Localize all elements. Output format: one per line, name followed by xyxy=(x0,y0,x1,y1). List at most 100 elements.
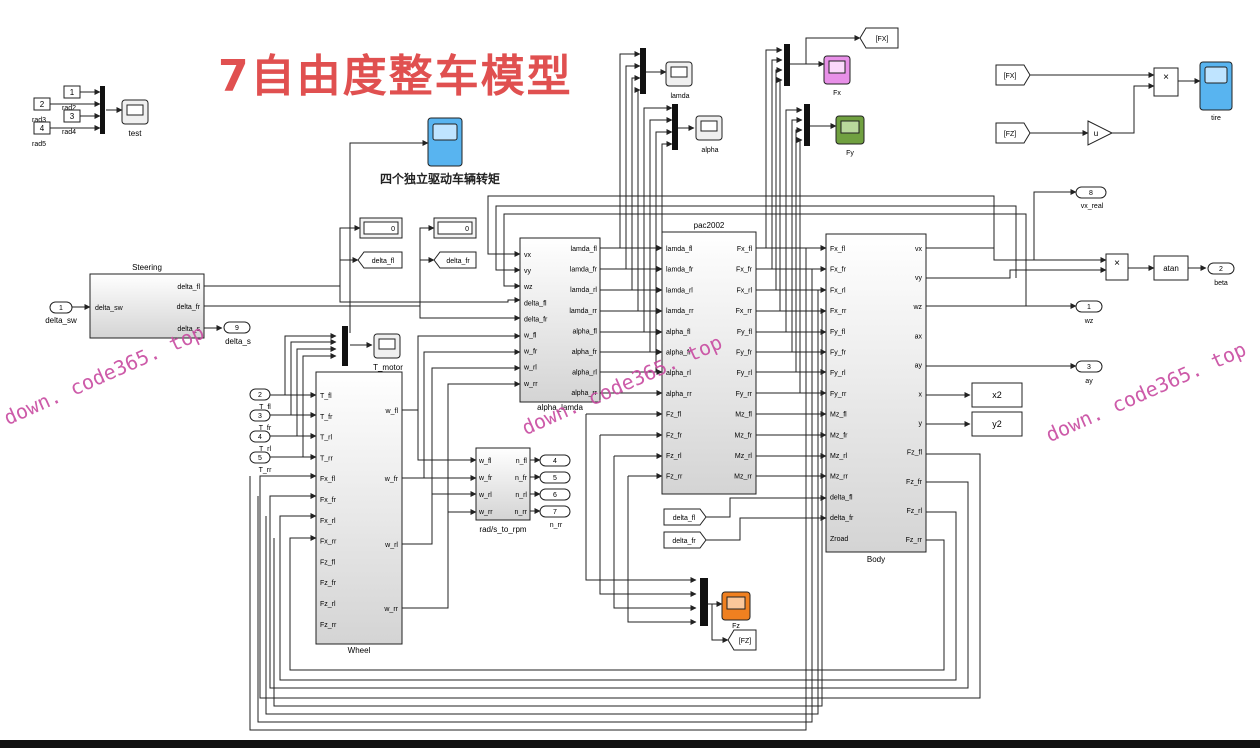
outport[interactable] xyxy=(1075,300,1103,313)
goto-tag[interactable] xyxy=(859,27,899,49)
mux-bar[interactable] xyxy=(672,104,678,150)
pac2002-block-group: pac2002 lamda_fllamda_frlamda_rllamda_rr… xyxy=(661,221,757,495)
rad-constants: 1 rad2 2 rad3 3 rad4 4 rad5 test xyxy=(32,85,149,148)
outport[interactable] xyxy=(1075,186,1107,199)
from-tag[interactable] xyxy=(995,122,1031,144)
outport[interactable] xyxy=(1207,262,1235,275)
display-screen xyxy=(363,221,399,235)
port-number: 3 xyxy=(1087,364,1091,371)
goto-tag[interactable] xyxy=(433,251,477,269)
port-label: delta_fr xyxy=(830,515,854,522)
scope-label: Fy xyxy=(846,150,854,157)
port-label: w_rr xyxy=(523,381,538,388)
outport[interactable] xyxy=(539,454,571,467)
display-block[interactable] xyxy=(971,382,1023,408)
wheel-block-group: Wheel T_flT_frT_rlT_rrFx_flFx_frFx_rlFx_… xyxy=(315,371,403,655)
port-name: delta_s xyxy=(225,337,251,346)
port-number: 5 xyxy=(553,475,557,482)
port-label: Fx_fr xyxy=(736,267,753,274)
port-label: T_fr xyxy=(320,414,333,421)
rpm-input-labels: w_flw_frw_rlw_rr xyxy=(478,458,493,516)
port-label: w_fl xyxy=(385,408,399,415)
port-label: Fz_rl xyxy=(320,601,336,608)
pac2002-input-labels: lamda_fllamda_frlamda_rllamda_rralpha_fl… xyxy=(666,246,694,481)
mux-bar[interactable] xyxy=(700,578,708,626)
inport[interactable] xyxy=(249,409,271,422)
port-label: Fz_fr xyxy=(320,580,337,587)
scope-screen xyxy=(726,596,746,610)
pac2002-block[interactable] xyxy=(661,231,757,495)
port-label: T_rr xyxy=(320,455,334,462)
port-number: 8 xyxy=(1089,190,1093,197)
inport[interactable] xyxy=(249,451,271,464)
inport[interactable] xyxy=(249,430,271,443)
tag-label: [FZ] xyxy=(739,638,751,645)
mux-bar[interactable] xyxy=(100,86,105,134)
display-value: 0 xyxy=(465,226,469,233)
scope-screen xyxy=(432,123,458,141)
port-label: delta_fr xyxy=(177,304,201,311)
from-tag[interactable] xyxy=(663,508,707,526)
goto-tag[interactable] xyxy=(727,629,757,651)
alpha-lamda-block[interactable] xyxy=(519,237,601,403)
port-label: Mz_fl xyxy=(830,412,847,419)
port-label: w_fr xyxy=(478,475,493,482)
mux-bar[interactable] xyxy=(640,48,646,94)
gain-block[interactable] xyxy=(1087,120,1114,146)
steering-block[interactable] xyxy=(89,273,205,339)
port-label: lamda_fl xyxy=(666,246,693,253)
product-block[interactable] xyxy=(1153,67,1179,97)
mux-bar[interactable] xyxy=(784,44,790,86)
port-label: alpha_fl xyxy=(666,329,691,336)
constant-block[interactable] xyxy=(63,85,81,99)
port-label: lamda_rr xyxy=(666,308,694,315)
wheel-block[interactable] xyxy=(315,371,403,645)
from-tag[interactable] xyxy=(663,531,707,549)
atan-block[interactable] xyxy=(1153,255,1189,281)
rads-to-rpm-block[interactable] xyxy=(475,447,531,521)
outport[interactable] xyxy=(539,488,571,501)
port-label: n_fl xyxy=(516,458,528,465)
port-number: 2 xyxy=(258,392,262,399)
constant-block[interactable] xyxy=(33,121,51,135)
port-number: 6 xyxy=(553,492,557,499)
port-name: T_fr xyxy=(259,425,272,432)
port-label: ay xyxy=(915,362,923,369)
from-tag[interactable] xyxy=(995,64,1031,86)
rpm-output-labels: n_fln_frn_rln_rr xyxy=(515,458,528,516)
port-label: n_rr xyxy=(515,509,528,516)
port-label: vx xyxy=(915,246,923,253)
wheel-output-labels: w_flw_frw_rlw_rr xyxy=(383,408,398,613)
goto-tag[interactable] xyxy=(357,251,403,269)
inport[interactable] xyxy=(49,301,73,314)
port-label: lamda_rl xyxy=(570,287,597,294)
port-name: n_rr xyxy=(550,522,563,529)
port-label: Fx_rl xyxy=(830,287,846,294)
port-number: 5 xyxy=(258,455,262,462)
product-block[interactable] xyxy=(1105,253,1129,281)
outport[interactable] xyxy=(223,321,251,334)
scopes: T_motor lamda alpha Fx Fy tire Fz xyxy=(373,55,1233,630)
constant-block[interactable] xyxy=(63,109,81,123)
port-label: alpha_rl xyxy=(666,370,691,377)
port-label: w_fr xyxy=(384,476,399,483)
constant-block[interactable] xyxy=(33,97,51,111)
mux-bar[interactable] xyxy=(342,326,348,366)
tag-label: [FZ] xyxy=(1004,131,1016,138)
outport[interactable] xyxy=(539,471,571,484)
mux-bar[interactable] xyxy=(804,104,810,146)
port-label: delta_sw xyxy=(95,305,124,312)
port-label: lamda_fr xyxy=(666,267,694,274)
tag-label: delta_fl xyxy=(673,515,696,522)
outport[interactable] xyxy=(539,505,571,518)
body-block[interactable] xyxy=(825,233,927,553)
inport[interactable] xyxy=(249,388,271,401)
display-screen xyxy=(437,221,473,235)
port-name: beta xyxy=(1214,280,1228,287)
body-block-group: Body Fx_flFx_frFx_rlFx_rrFy_flFy_frFy_rl… xyxy=(825,233,927,564)
outport[interactable] xyxy=(1075,360,1103,373)
port-number: 1 xyxy=(59,305,63,312)
display-block[interactable] xyxy=(971,411,1023,437)
